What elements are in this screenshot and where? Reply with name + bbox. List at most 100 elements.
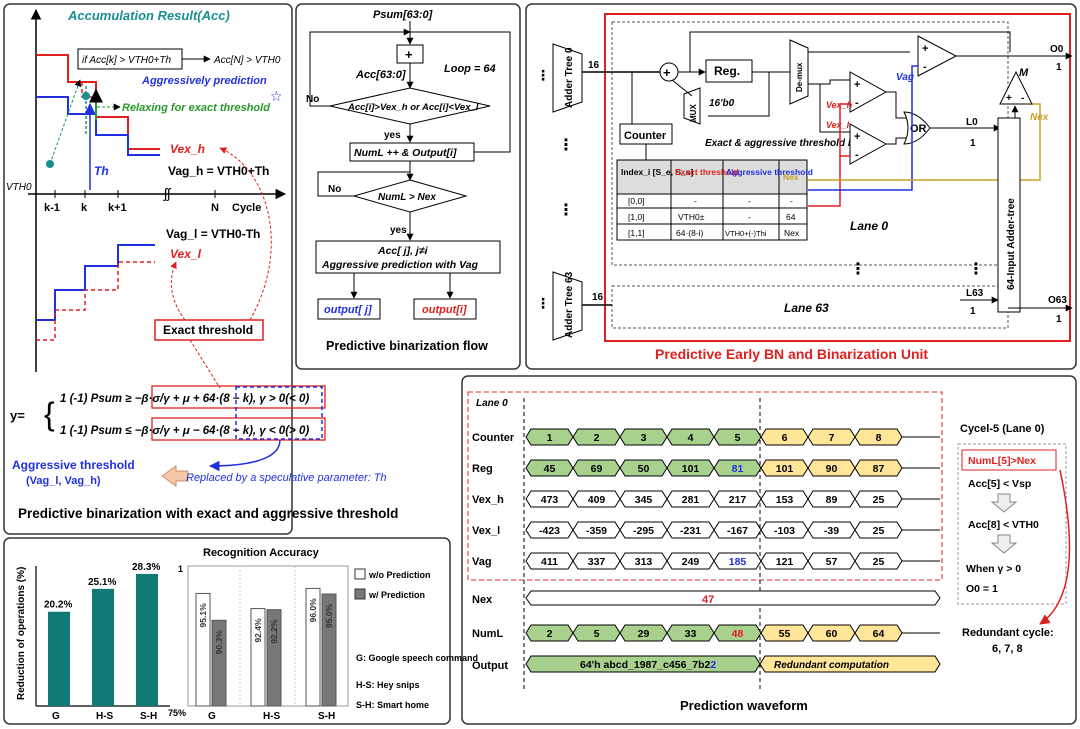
or-gate-label: OR xyxy=(910,123,927,135)
wave-cell-value: 337 xyxy=(588,556,606,568)
legend-wo: w/o Prediction xyxy=(368,570,431,580)
ops-bar-H-S xyxy=(92,588,114,706)
panel3-caption: Predictive Early BN and Binarization Uni… xyxy=(655,346,928,362)
wave-cell-value: 153 xyxy=(776,494,794,506)
lut-header-nex: Nex xyxy=(783,172,799,182)
l63-label: L63 xyxy=(966,288,984,299)
panel6-caption: Prediction waveform xyxy=(680,698,808,713)
flow-psum: Psum[63:0] xyxy=(373,9,433,21)
lut-cell-0-0: [0,0] xyxy=(628,196,645,206)
ops-value-label: 20.2% xyxy=(44,600,72,611)
accum-vex-l: Vex_l xyxy=(170,247,202,261)
wave-cell-value: 473 xyxy=(541,494,559,506)
lut-header-aggressive: Aggressive threshold xyxy=(726,167,813,177)
acc-bar-S-H-0 xyxy=(305,587,321,707)
panel-unit: Adder Tree 0 Adder Tree 63 ⋮ ⋮ ⋮ ⋮ 16 16… xyxy=(525,3,1077,370)
reg-label: Reg. xyxy=(714,64,740,78)
wave-output-a: 64'h abcd_1987_c456_7b22 xyxy=(580,659,716,671)
accum-vag-l: Vag_l = VTH0-Th xyxy=(166,227,260,241)
panel1-caption: Predictive binarization with exact and a… xyxy=(18,506,398,521)
mux-label: MUX xyxy=(689,104,698,122)
wave-cell-value: 69 xyxy=(591,463,603,475)
cmp3-minus: - xyxy=(923,61,927,73)
adder-plus-icon: + xyxy=(663,65,671,80)
wave-numl-value: 60 xyxy=(826,628,838,640)
adder-tree-0: Adder Tree 0 xyxy=(564,47,575,108)
wave-cell-value: 5 xyxy=(735,432,741,444)
eq-y: y= xyxy=(10,408,25,423)
acc-bar-G-1 xyxy=(211,619,227,707)
tree-dots-1: ⋮ xyxy=(558,137,574,154)
acc-value-label: 92.2% xyxy=(269,619,279,644)
axis-break-icon: ʃʃ xyxy=(163,185,172,201)
flow-yes-2: yes xyxy=(390,225,407,236)
wave-numl-value: 33 xyxy=(685,628,697,640)
accum-condition: if Acc[k] > VTH0+Th xyxy=(82,55,172,66)
wave-cell-value: 8 xyxy=(876,432,882,444)
lut-cell-2-2: VTH0+(-)Thi xyxy=(725,229,767,238)
m-minus: - xyxy=(1021,93,1024,104)
wave-cell-value: 90 xyxy=(826,463,838,475)
down-arrow-icon-1 xyxy=(990,493,1018,513)
ops-category-label: H-S xyxy=(96,711,114,722)
flow-aggr-pred: Aggressive prediction with Vag xyxy=(321,259,479,271)
ops-bars: 20.2% G 25.1% H-S 28.3% S-H xyxy=(44,562,160,722)
down-arrow-icon-2 xyxy=(990,534,1018,554)
ops-value-label: 25.1% xyxy=(88,577,116,588)
wave-numl-value: 2 xyxy=(547,628,553,640)
wave-cell-value: 50 xyxy=(638,463,650,475)
ops-category-label: G xyxy=(52,711,60,722)
left-arrow-icon xyxy=(161,465,189,487)
acc-value-label: 92.4% xyxy=(253,618,263,643)
input-dots-1: ⋮ xyxy=(536,67,550,83)
accum-relaxing: Relaxing for exact threshold xyxy=(122,102,270,114)
vex-h-wire: Vex_h xyxy=(826,100,853,110)
acc-value-label: 95.0% xyxy=(324,603,334,628)
accum-aggressive: Aggressively prediction xyxy=(141,75,267,87)
wave-cell-value: 25 xyxy=(873,494,885,506)
panel-accumulation: Accumulation Result(Acc) if Acc[k] > VTH… xyxy=(3,3,398,535)
acc-bar-G-0 xyxy=(195,592,211,707)
lut-cell-1-3: 64 xyxy=(786,212,796,222)
accum-result: Acc[N] > VTH0 xyxy=(213,55,281,66)
step-4: When γ > 0 xyxy=(966,563,1021,575)
acc-ymin: 75% xyxy=(168,708,186,718)
wave-cell-value: 2 xyxy=(594,432,600,444)
l0-label: L0 xyxy=(966,117,978,128)
wave-numl-value: 55 xyxy=(779,628,791,640)
acc-title: Recognition Accuracy xyxy=(203,547,320,559)
wave-numl-value: 64 xyxy=(873,628,885,640)
lut-cell-2-3: Nex xyxy=(784,228,800,238)
tick-n: N xyxy=(211,202,219,214)
o63-width: 1 xyxy=(1056,314,1062,325)
eq-line-1: 1 (-1) Psum ≥ −β·σ/γ + μ + 64·(8 − k), γ… xyxy=(60,393,309,405)
wave-cell-value: 81 xyxy=(732,463,744,475)
ops-value-label: 28.3% xyxy=(132,562,160,573)
wave-cell-value: 7 xyxy=(829,432,835,444)
step-3: Acc[8] < VTH0 xyxy=(968,519,1039,531)
wave-cell-value: 89 xyxy=(826,494,838,506)
ops-category-label: S-H xyxy=(140,711,157,722)
acc-bar-H-S-0 xyxy=(250,608,266,707)
flow-out-i: output[i] xyxy=(422,304,467,316)
accum-ticks: k-1 k k+1 N Cycle ʃʃ xyxy=(44,185,261,214)
exact-threshold-label: Exact threshold xyxy=(163,323,253,337)
vag-wire: Vag xyxy=(896,72,914,83)
wave-cell-value: -39 xyxy=(824,525,839,537)
acc-bar-H-S-1 xyxy=(266,609,282,707)
wave-nex-value: 47 xyxy=(702,594,714,606)
acc-value-label: 95.1% xyxy=(198,603,208,628)
lut-title: Exact & aggressive threshold LUT xyxy=(705,138,868,149)
acc-value-label: 96.0% xyxy=(308,598,318,623)
l0-width: 1 xyxy=(970,138,976,149)
lut-header-index: Index_i [S_e, S_s] xyxy=(621,167,693,177)
wave-cell-value: 87 xyxy=(873,463,885,475)
flow-yes-1: yes xyxy=(384,130,401,141)
step-2: Acc[5] < Vsp xyxy=(968,478,1031,490)
wave-cell-value: 313 xyxy=(635,556,653,568)
o0-label: O0 xyxy=(1050,44,1064,55)
wave-cell-value: 249 xyxy=(682,556,700,568)
wave-cell-value: -295 xyxy=(633,525,654,537)
